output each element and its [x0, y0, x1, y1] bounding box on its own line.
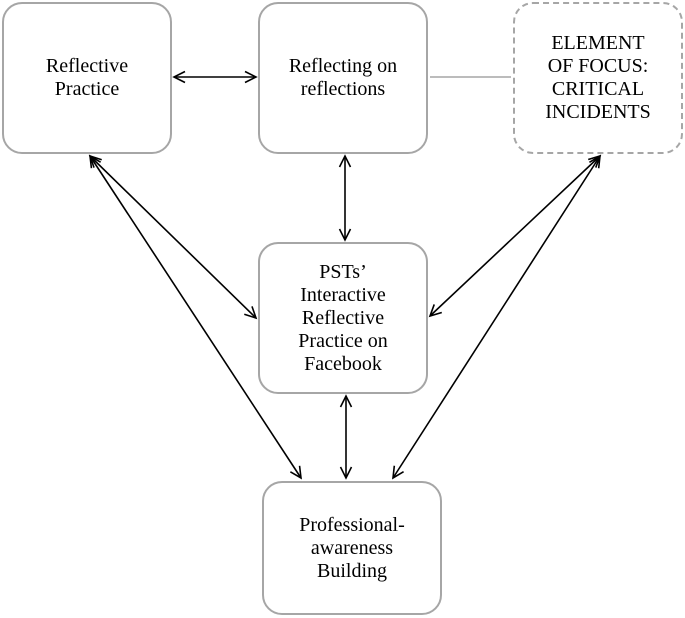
- arrowhead: [244, 70, 258, 84]
- label-line: Building: [316, 559, 387, 582]
- arrowhead: [338, 154, 352, 168]
- label-line: CRITICAL: [551, 78, 645, 100]
- node-reflecting-on-reflections: Reflecting on reflections: [258, 2, 428, 154]
- arrowhead: [244, 306, 258, 320]
- label-line: Facebook: [304, 352, 382, 375]
- label-line: Practice on: [298, 329, 388, 352]
- label-line: Practice: [54, 78, 120, 100]
- arrowhead: [172, 70, 186, 84]
- label-line: OF FOCUS:: [547, 55, 649, 77]
- node-label: PSTs’ Interactive Reflective Practice on…: [298, 261, 387, 376]
- node-reflective-practice: Reflective Practice: [2, 2, 172, 154]
- label-line: reflections: [300, 78, 386, 100]
- arrowhead: [338, 228, 352, 242]
- node-label: Reflecting on reflections: [289, 55, 397, 101]
- label-line: INCIDENTS: [545, 101, 651, 123]
- arrowhead: [392, 465, 404, 480]
- node-label: Professional- awareness Building: [299, 514, 405, 583]
- arrowhead: [289, 465, 302, 480]
- node-label: Reflective Practice: [46, 55, 128, 101]
- label-line: Reflecting on: [288, 55, 398, 77]
- node-label: ELEMENT OF FOCUS: CRITICAL INCIDENTS: [545, 32, 651, 124]
- arrowhead: [428, 304, 443, 318]
- arrow-reflective-to-professional: [89, 155, 302, 479]
- arrow-reflective-to-pst: [89, 155, 257, 319]
- label-line: Reflective: [45, 55, 129, 77]
- arrow-focus-to-professional: [392, 155, 601, 479]
- node-pst-interactive-practice: PSTs’ Interactive Reflective Practice on…: [258, 242, 428, 394]
- node-element-of-focus: ELEMENT OF FOCUS: CRITICAL INCIDENTS: [513, 2, 683, 154]
- label-line: Interactive: [300, 283, 386, 306]
- label-line: PSTs’: [319, 260, 367, 283]
- node-professional-awareness: Professional- awareness Building: [262, 481, 442, 615]
- label-line: awareness: [310, 536, 394, 559]
- label-line: Reflective: [301, 306, 385, 329]
- arrowhead: [339, 394, 353, 408]
- arrowhead: [89, 154, 102, 169]
- arrowhead: [339, 466, 353, 480]
- label-line: ELEMENT: [551, 32, 645, 54]
- arrow-focus-to-pst: [429, 155, 601, 317]
- label-line: Professional-: [299, 513, 405, 536]
- arrowhead: [589, 154, 601, 169]
